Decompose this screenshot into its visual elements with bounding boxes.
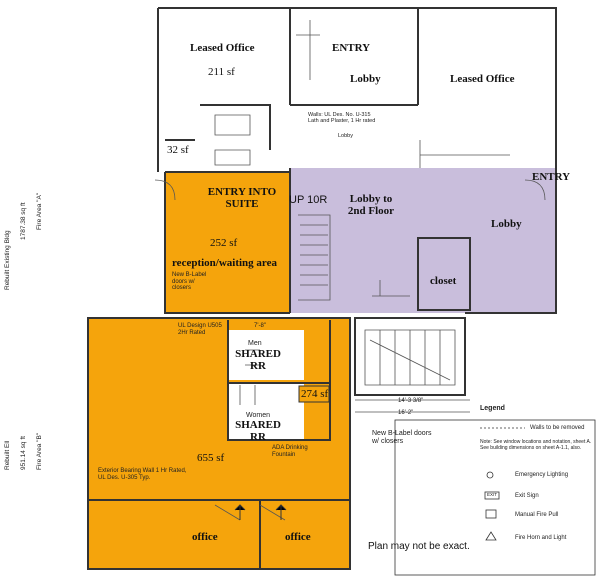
fire-area-a-label: Fire Area "A"	[36, 192, 43, 230]
disclaimer-text: Plan may not be exact.	[368, 541, 470, 552]
room-leased-office-left: Leased Office	[190, 42, 255, 54]
room-entry-into-suite: ENTRY INTO SUITE	[207, 186, 277, 211]
wall-spec-note: Walls: UL Des. No. U-315 Lath and Plaste…	[308, 112, 376, 125]
lobby-area	[290, 168, 556, 313]
area-main-suite: 655 sf	[197, 452, 225, 464]
room-lobby-top: Lobby	[350, 73, 381, 85]
new-doors-note-1: New B-Label doors w/ closers	[172, 272, 207, 292]
exit-sign-icon: EXIT	[487, 492, 498, 497]
room-office-1: office	[192, 531, 218, 543]
room-lobby-to-2nd-floor: Lobby to 2nd Floor	[347, 193, 395, 218]
new-doors-note-2: New B-Label doors w/ closers	[372, 430, 432, 445]
building-b-label: Rebuilt Ell	[4, 440, 11, 470]
area-b-label: 951.14 sq ft	[20, 436, 27, 470]
room-entry-right: ENTRY	[532, 171, 571, 183]
dimension-7-8: 7'-8"	[254, 323, 266, 329]
legend-item-fire-pull: Manual Fire Pull	[515, 512, 559, 518]
room-men: Men	[248, 340, 262, 347]
room-women: Women	[246, 412, 270, 419]
room-shared-rr-1: SHARED RR	[235, 348, 281, 373]
area-restrooms: 274 sf	[301, 388, 329, 400]
room-entry-top: ENTRY	[332, 42, 371, 54]
building-a-label: Rebuilt Existing Bldg	[4, 230, 11, 290]
compass-arrows	[234, 504, 287, 520]
dimension-16-2: 16'-2"	[398, 410, 414, 416]
room-lobby-small: Lobby	[338, 133, 353, 139]
ada-fountain-note: ADA Drinking Fountain	[272, 445, 308, 458]
stair-up-label: UP 10R	[289, 194, 328, 206]
room-office-2: office	[285, 531, 311, 543]
legend-item-emergency-lighting: Emergency Lighting	[515, 472, 569, 478]
legend-item-exit-sign: Exit Sign	[515, 493, 539, 499]
suite-ell-area	[88, 318, 350, 569]
legend-item-walls: Walls to be removed	[530, 425, 585, 431]
room-closet: closet	[430, 275, 457, 287]
legend-item-note: Note: See window locations and notation,…	[480, 439, 592, 451]
legend-title: Legend	[480, 405, 505, 412]
exterior-wall-note: Exterior Bearing Wall 1 Hr Rated, UL Des…	[98, 468, 187, 481]
area-leased-office-left: 211 sf	[208, 66, 235, 78]
area-a-label: 1787.38 sq ft	[20, 202, 27, 240]
room-shared-rr-2: SHARED RR	[235, 419, 281, 444]
room-reception: reception/waiting area	[172, 257, 277, 269]
dimension-14-3: 14'-3 3/8"	[398, 398, 424, 404]
restroom-cutouts	[229, 330, 304, 439]
ul-design-note: UL Design U505 2Hr Rated	[178, 323, 222, 336]
room-leased-office-right: Leased Office	[450, 73, 515, 85]
building-walls	[87, 7, 557, 570]
area-reception: 252 sf	[210, 237, 238, 249]
legend-item-fire-horn: Fire Horn and Light	[515, 535, 567, 541]
area-closet-small: 32 sf	[167, 144, 189, 156]
legend-box	[394, 419, 596, 576]
room-lobby-right: Lobby	[491, 218, 522, 230]
fire-area-b-label: Fire Area "B"	[36, 432, 43, 470]
interior-thin-lines	[154, 20, 546, 521]
suite-front-area	[165, 172, 290, 313]
